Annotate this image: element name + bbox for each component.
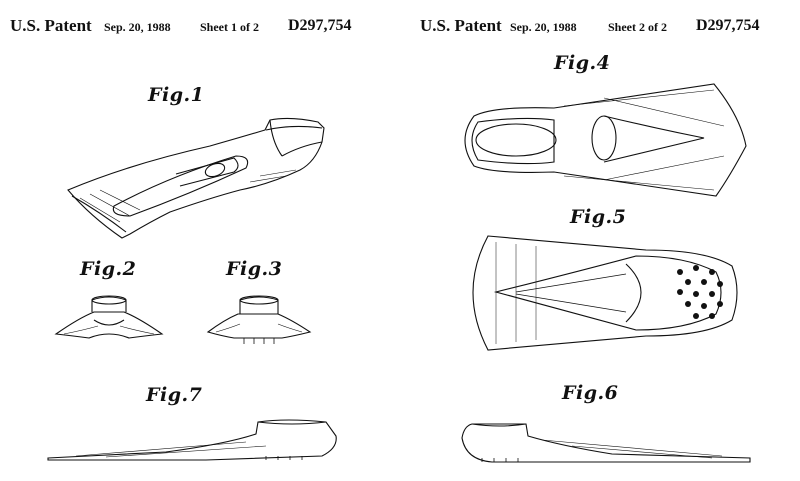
fig6-label: Fig.6 bbox=[562, 382, 619, 404]
fig6-drawing bbox=[452, 414, 752, 466]
fig2-drawing bbox=[54, 290, 164, 350]
patent-number: D297,754 bbox=[696, 17, 760, 34]
fig7-drawing bbox=[46, 412, 350, 464]
fig3-label: Fig.3 bbox=[226, 258, 283, 280]
drawing-sheet-2: U.S. Patent Sep. 20, 1988 Sheet 2 of 2 D… bbox=[400, 0, 800, 481]
patent-number: D297,754 bbox=[288, 17, 352, 34]
drawing-sheet-1: U.S. Patent Sep. 20, 1988 Sheet 1 of 2 D… bbox=[10, 16, 352, 481]
fig3-drawing bbox=[204, 290, 314, 350]
fig2-label: Fig.2 bbox=[80, 258, 137, 280]
sheet-number: Sheet 1 of 2 bbox=[200, 20, 259, 34]
patent-label: U.S. Patent bbox=[10, 16, 92, 35]
sheet-number: Sheet 2 of 2 bbox=[608, 20, 667, 34]
fig5-drawing bbox=[456, 232, 742, 354]
fig5-label: Fig.5 bbox=[570, 206, 627, 228]
fig1-drawing bbox=[60, 112, 330, 242]
fig4-drawing bbox=[454, 76, 750, 200]
fig1-label: Fig.1 bbox=[148, 84, 205, 106]
fig4-label: Fig.4 bbox=[554, 52, 611, 74]
patent-label: U.S. Patent bbox=[420, 16, 502, 35]
patent-date: Sep. 20, 1988 bbox=[104, 20, 171, 34]
fig7-label: Fig.7 bbox=[146, 384, 203, 406]
patent-date: Sep. 20, 1988 bbox=[510, 20, 577, 34]
